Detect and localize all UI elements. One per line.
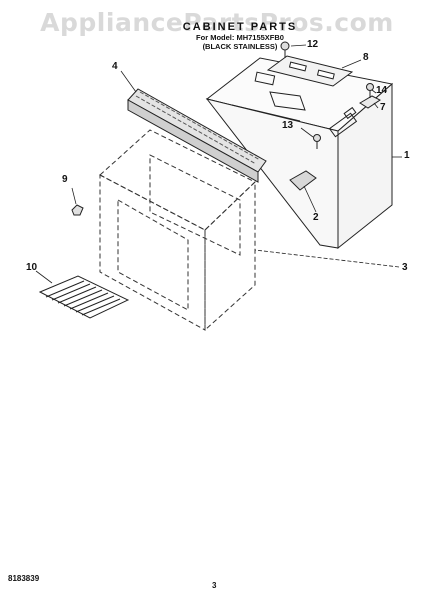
- callout-12: 12: [307, 39, 319, 50]
- callout-8: 9: [62, 174, 68, 185]
- callout-7: 7: [380, 102, 386, 113]
- callout-4-label: 4: [112, 61, 118, 72]
- clip-part: [359, 95, 381, 109]
- model-variant: (BLACK STAINLESS): [202, 42, 278, 51]
- grill-rack-part: [38, 275, 130, 319]
- mounting-bracket-part: [266, 55, 354, 87]
- diagram-header: CABINET PARTS For Model: MH7155XFB0 (BLA…: [140, 21, 340, 51]
- page-number: 3: [212, 581, 217, 590]
- screw-part-12: [280, 41, 290, 58]
- bracket-part-2: [289, 170, 317, 191]
- oven-cavity-outline: [99, 129, 256, 332]
- screw-part-13: [313, 134, 321, 149]
- callout-14: 14: [376, 85, 388, 96]
- diagram-title: CABINET PARTS: [182, 21, 298, 33]
- callout-1: 1: [404, 150, 410, 161]
- model-number: For Model: MH7155XFB0: [196, 33, 284, 42]
- nut-part-8: [71, 204, 84, 216]
- vent-grille-part: [127, 88, 267, 183]
- callout-2: 2: [313, 212, 319, 223]
- watermark: AppliancePartsPros.com: [40, 8, 394, 37]
- leader-lines: [35, 44, 402, 284]
- callout-13: 13: [282, 120, 294, 131]
- callout-10: 10: [26, 262, 38, 273]
- callout-3: 3: [402, 262, 408, 273]
- document-number: 8183839: [8, 574, 40, 583]
- screw-part-14: [366, 83, 374, 98]
- callout-9: 8: [363, 52, 369, 63]
